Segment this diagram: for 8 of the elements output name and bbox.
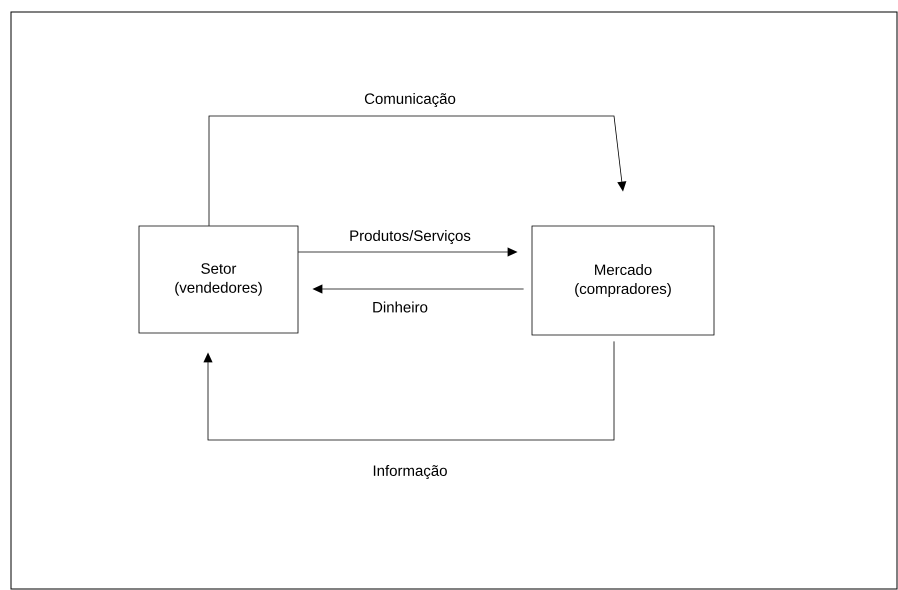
arrow (203, 341, 614, 440)
box: Mercado (compradores) (532, 226, 714, 336)
edge-label: Produtos/Serviços (348, 228, 472, 246)
arrow (208, 116, 626, 226)
edge-label: Comunicação (363, 92, 457, 108)
box: Setor (vendedores) (138, 226, 298, 334)
edge-label: Dinheiro (371, 300, 429, 314)
edge-label: Informação (371, 464, 449, 480)
